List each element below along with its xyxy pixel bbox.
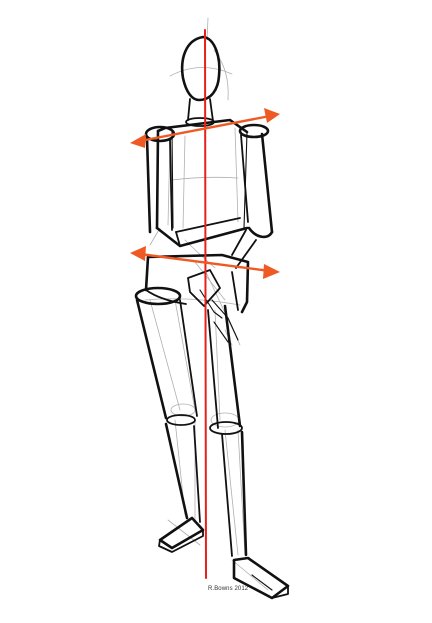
hands xyxy=(188,270,238,342)
arm-right xyxy=(232,125,272,268)
leg-right xyxy=(208,306,246,556)
arm-left xyxy=(146,127,174,232)
balance-line xyxy=(205,30,206,578)
foot-right xyxy=(234,558,288,598)
foot-left xyxy=(159,518,203,552)
artist-signature: R.Bowns 2012 xyxy=(208,586,248,592)
